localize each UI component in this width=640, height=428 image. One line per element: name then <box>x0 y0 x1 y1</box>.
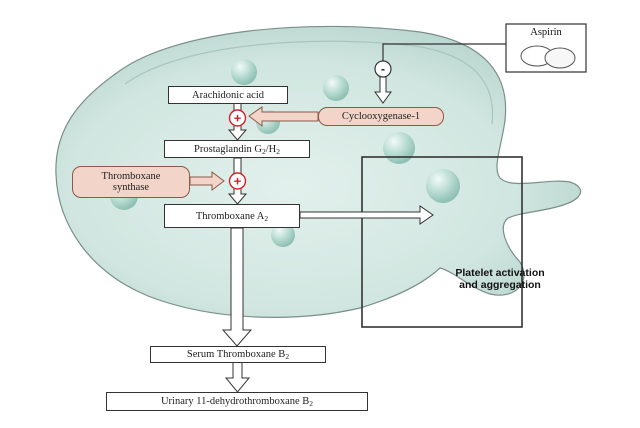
urinary-metabolite-node: Urinary 11-dehydrothromboxane B2 <box>106 392 368 411</box>
stimulation-marker <box>228 172 247 190</box>
prostaglandin-node: Prostaglandin G2/H2 <box>164 140 310 158</box>
platelet-inner-membrane <box>124 40 494 125</box>
thromboxane-synthase-label-line1: Thromboxane <box>101 171 161 182</box>
thromboxane-synthase-label-line2: synthase <box>112 182 150 193</box>
stimulation-symbol: + <box>234 111 242 126</box>
cyclooxygenase-1-enzyme: Cyclooxygenase-1 <box>318 107 444 126</box>
granule <box>426 169 460 203</box>
granule <box>323 75 349 101</box>
platelet-activation-line1: Platelet activation <box>455 267 545 279</box>
inhibition-symbol: - <box>381 62 385 76</box>
granule <box>231 59 257 85</box>
flow-arrow <box>224 361 251 393</box>
stimulation-symbol: + <box>234 174 242 189</box>
urinary-metabolite-label: Urinary 11-dehydrothromboxane B2 <box>160 396 314 408</box>
prostaglandin-label: Prostaglandin G2/H2 <box>194 143 280 156</box>
thromboxane-a2-label: Thromboxane A2 <box>195 210 269 223</box>
synthase-pointer-arrow <box>189 171 225 191</box>
platelet-activation-label: Platelet activation and aggregation <box>440 267 560 291</box>
stimulation-marker <box>228 109 247 127</box>
inhibition-arrow <box>374 76 392 104</box>
arachidonic-acid-node: Arachidonic acid <box>168 86 288 104</box>
serum-thromboxane-b2-label: Serum Thromboxane B2 <box>186 349 290 361</box>
aspirin-pill-icon <box>544 47 576 69</box>
activation-arrow <box>299 205 434 225</box>
granule <box>271 223 295 247</box>
platelet-activation-line2: and aggregation <box>459 279 541 291</box>
serum-thromboxane-b2-node: Serum Thromboxane B2 <box>150 346 326 363</box>
arachidonic-acid-label: Arachidonic acid <box>191 89 264 101</box>
inhibition-marker <box>374 60 392 78</box>
cyclooxygenase-1-label: Cyclooxygenase-1 <box>341 111 421 122</box>
thromboxane-synthase-enzyme: Thromboxane synthase <box>72 166 190 198</box>
flow-arrow <box>221 227 253 347</box>
thromboxane-a2-node: Thromboxane A2 <box>164 204 300 228</box>
platelet-activation-panel <box>361 156 523 328</box>
granule <box>383 132 415 164</box>
aspirin-label: Aspirin <box>530 27 562 38</box>
aspirin-connector <box>382 43 506 62</box>
